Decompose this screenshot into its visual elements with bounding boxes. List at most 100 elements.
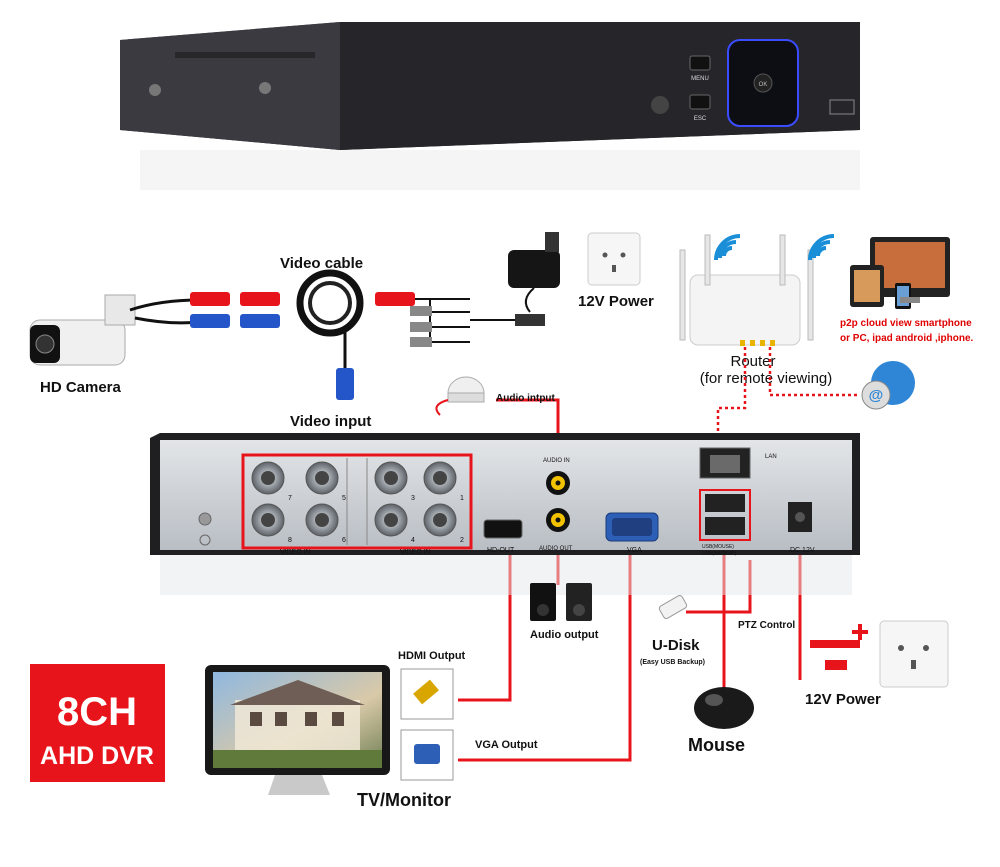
bnc-port-center: [315, 513, 329, 527]
red-connector-icon: [190, 292, 230, 306]
video-in-port-number: 8: [288, 537, 292, 544]
u-disk-sublabel: (Easy USB Backup): [640, 659, 705, 666]
video-in-port-number: 5: [342, 495, 346, 502]
usb-port-icon: [829, 99, 855, 115]
internet-dotted-line: [768, 347, 860, 397]
wall-socket-icon: [879, 620, 949, 688]
hd-out-label: HD-OUT: [487, 547, 515, 554]
product-badge: 8CH AHD DVR: [30, 664, 165, 782]
power-adapter-icon: [508, 250, 560, 288]
at-sign-icon: @: [869, 387, 884, 404]
video-in-port-number: 7: [288, 495, 292, 502]
rear-reflection: [160, 555, 852, 595]
speaker-icon: [566, 583, 592, 621]
bnc-port-center: [315, 471, 329, 485]
hdmi-wire: [458, 548, 512, 702]
p2p-caption-line2: or PC, ipad android ,iphone.: [840, 333, 974, 344]
video-input-connector-icon: [336, 368, 354, 400]
u-disk-label: U-Disk: [652, 637, 700, 654]
bnc-port-center: [261, 513, 275, 527]
power-bottom-label: 12V Power: [805, 691, 881, 708]
usb-highlight: [699, 489, 751, 541]
audio-input-label: Audio intput: [496, 393, 556, 404]
dc12v-label: DC 12V: [790, 547, 815, 554]
lan-dotted-line: [716, 347, 747, 455]
cable-coil-icon: [296, 269, 364, 337]
hdmi-port[interactable]: [483, 519, 523, 539]
usb-mouse-port[interactable]: [705, 494, 745, 512]
tv-monitor-label: TV/Monitor: [357, 790, 451, 810]
red-connector-icon: [240, 292, 280, 306]
blue-connector-icon: [190, 314, 230, 328]
ptz-control-label: PTZ Control: [738, 620, 795, 631]
hd-camera-label: HD Camera: [40, 379, 122, 396]
router-sublabel: (for remote viewing): [700, 370, 833, 387]
power-polarity-icon: [810, 640, 860, 648]
video-in-port-number: 2: [460, 537, 464, 544]
power-bottom: 12V Power: [805, 620, 949, 708]
dvr-rear-panel: 7 5 8 6 3 1 4 2 VIDEO IN VIDEO IN HD-OUT AUDIO …: [150, 433, 860, 595]
ir-sensor-icon: [651, 96, 669, 114]
hdmi-plug-icon: [413, 679, 439, 705]
bnc-port-center: [433, 471, 447, 485]
esc-button[interactable]: [689, 94, 711, 110]
blue-connector-icon: [240, 314, 280, 328]
camera-section: HD Camera Video cable Video input: [29, 255, 545, 430]
ground-icon: [199, 534, 211, 546]
wifi-icon: [714, 234, 741, 261]
vga-wire: [458, 548, 632, 762]
menu-label: MENU: [691, 76, 709, 82]
video-in-highlight: [241, 453, 473, 550]
hdmi-output-label: HDMI Output: [398, 650, 466, 662]
audio-output-label: Audio output: [530, 629, 599, 641]
video-in-port-number: 3: [411, 495, 415, 502]
wifi-icon: [808, 234, 835, 261]
badge-product-type: AHD DVR: [40, 742, 154, 770]
audio-in-label: AUDIO IN: [543, 458, 570, 464]
badge-background: [30, 664, 165, 782]
ground-screw-icon: [198, 512, 212, 526]
microphone-icon: [447, 376, 485, 394]
menu-button[interactable]: [689, 55, 711, 71]
audio-input-device: Audio intput: [435, 376, 556, 416]
badge-channel-count: 8CH: [57, 690, 137, 734]
dc-plug-icon: [515, 314, 545, 326]
power-adapter-top: 12V Power: [508, 232, 654, 313]
bnc-port-center: [433, 513, 447, 527]
video-in-port-number: 4: [411, 537, 415, 544]
usb-disk-icon: [658, 595, 688, 619]
usb-backup-port[interactable]: [705, 517, 745, 535]
tv-monitor: TV/Monitor: [205, 665, 451, 810]
router-section: Router (for remote viewing) p2p cloud vi…: [679, 234, 974, 410]
ok-label: OK: [759, 82, 768, 88]
vga-output-label: VGA Output: [475, 739, 538, 751]
wall-socket-icon: [587, 232, 641, 286]
bnc-port-center: [384, 513, 398, 527]
power-top-label: 12V Power: [578, 293, 654, 310]
lan-label: LAN: [765, 454, 777, 460]
screw-icon: [259, 82, 271, 94]
bnc-port-center: [384, 471, 398, 485]
red-connector-icon: [375, 292, 415, 306]
video-in-label-a: VIDEO IN: [280, 549, 311, 556]
video-input-label: Video input: [290, 413, 371, 430]
video-in-label-b: VIDEO IN: [400, 549, 431, 556]
esc-label: ESC: [694, 116, 707, 122]
p2p-caption-line1: p2p cloud view smartphone: [840, 318, 972, 329]
mouse-icon: [694, 687, 754, 729]
mouse-label: Mouse: [688, 735, 745, 755]
vga-label: VGA: [627, 547, 642, 554]
output-connectors: HDMI Output VGA Output: [398, 650, 538, 781]
video-in-port-number: 6: [342, 537, 346, 544]
video-cable-label: Video cable: [280, 255, 363, 272]
usb-devices: U-Disk (Easy USB Backup) PTZ Control Mou…: [640, 595, 795, 755]
usb-label: USB(MOUSE): [702, 544, 734, 550]
router-label: Router: [730, 353, 775, 370]
audio-out-label: AUDIO OUT: [539, 546, 573, 552]
reflection: [140, 150, 860, 190]
screw-icon: [149, 84, 161, 96]
speaker-icon: [530, 583, 556, 621]
vga-plug-icon: [414, 744, 440, 764]
video-in-port-number: 1: [460, 495, 464, 502]
